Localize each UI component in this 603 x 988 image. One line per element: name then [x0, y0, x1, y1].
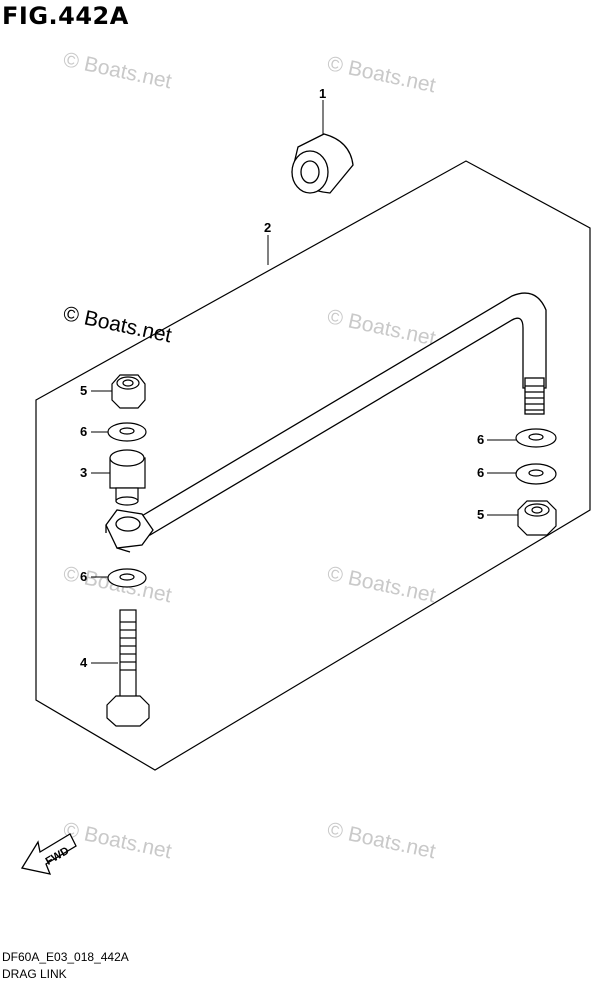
washer-part-6-right-lower [515, 463, 557, 485]
nut-part-5-left [111, 374, 146, 409]
collar-part-3 [109, 449, 146, 506]
washer-part-6-left-upper [107, 422, 147, 442]
callout-part-2: 2 [264, 220, 272, 235]
callout-part-5: 5 [80, 383, 88, 398]
diagram-code: DF60A_E03_018_442A [2, 950, 129, 964]
fwd-arrow-icon: FWD [20, 833, 77, 875]
callout-part-1: 1 [319, 86, 327, 101]
diagram-name: DRAG LINK [2, 967, 67, 981]
drag-link-rod-part-2 [105, 292, 547, 553]
leader-lines [91, 100, 518, 664]
callout-part-5: 5 [477, 507, 485, 522]
kit-outline [35, 160, 591, 771]
nut-part-5-right [517, 500, 557, 536]
bushing-part-1 [291, 133, 354, 194]
washer-part-6-left-lower [107, 568, 147, 588]
callout-part-6: 6 [477, 465, 485, 480]
callout-part-6: 6 [80, 424, 88, 439]
bolt-part-4 [106, 609, 150, 727]
callout-part-6: 6 [477, 432, 485, 447]
washer-part-6-right-upper [515, 428, 557, 448]
callout-part-4: 4 [80, 655, 88, 670]
callout-part-3: 3 [80, 465, 88, 480]
callout-part-6: 6 [80, 569, 88, 584]
figure-title: FIG.442A [2, 2, 129, 30]
